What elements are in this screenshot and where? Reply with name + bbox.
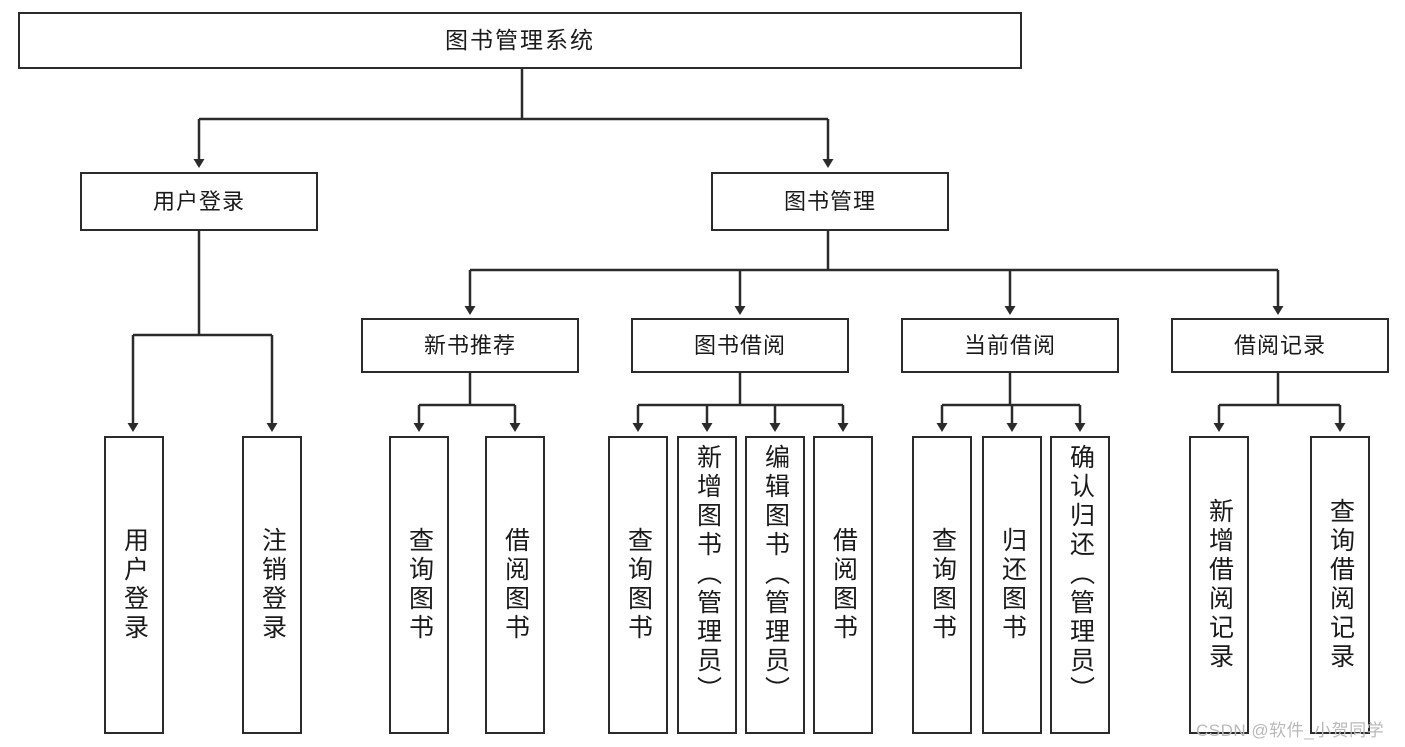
node-leaf-query-book-rec[interactable]: 查询图书 [389,436,449,734]
node-leaf-return-book[interactable]: 归还图书 [982,436,1042,734]
node-current-borrow[interactable]: 当前借阅 [901,318,1119,373]
node-leaf-borrow-book[interactable]: 借阅图书 [813,436,873,734]
node-leaf-edit-book-label: 编辑图书（管理员） [761,444,790,705]
node-leaf-user-login[interactable]: 用户登录 [104,436,164,734]
node-borrow-record[interactable]: 借阅记录 [1171,318,1389,373]
node-leaf-add-record[interactable]: 新增借阅记录 [1189,436,1249,734]
node-leaf-borrow-book-rec-label: 借阅图书 [501,527,530,643]
node-leaf-borrow-book-label: 借阅图书 [829,527,858,643]
node-book-manage[interactable]: 图书管理 [711,172,949,231]
node-leaf-query-record-label: 查询借阅记录 [1326,498,1355,672]
node-leaf-query-book-rec-label: 查询图书 [405,527,434,643]
node-leaf-add-record-label: 新增借阅记录 [1205,498,1234,672]
node-new-book-recommend[interactable]: 新书推荐 [361,318,579,373]
node-leaf-add-book-label: 新增图书（管理员） [693,444,722,705]
node-root[interactable]: 图书管理系统 [18,12,1022,69]
node-book-borrow-label: 图书借阅 [693,332,786,358]
node-leaf-query-book-label: 查询图书 [624,527,653,643]
node-current-borrow-label: 当前借阅 [963,332,1056,358]
node-user-login-label: 用户登录 [152,188,245,214]
node-book-manage-label: 图书管理 [783,188,876,214]
node-book-borrow[interactable]: 图书借阅 [631,318,849,373]
node-leaf-query-book-cur-label: 查询图书 [928,527,957,643]
node-user-login[interactable]: 用户登录 [80,172,318,231]
node-new-book-recommend-label: 新书推荐 [423,332,516,358]
node-leaf-query-book-cur[interactable]: 查询图书 [912,436,972,734]
node-leaf-user-logout[interactable]: 注销登录 [242,436,302,734]
node-leaf-confirm-return[interactable]: 确认归还（管理员） [1050,436,1110,734]
csdn-watermark: CSDN @软件_小贺同学 [1196,721,1385,740]
node-leaf-edit-book[interactable]: 编辑图书（管理员） [745,436,805,734]
node-leaf-confirm-return-label: 确认归还（管理员） [1066,444,1095,705]
node-leaf-user-login-label: 用户登录 [120,527,149,643]
node-borrow-record-label: 借阅记录 [1233,332,1326,358]
node-leaf-return-book-label: 归还图书 [998,527,1027,643]
node-root-label: 图书管理系统 [445,26,595,53]
node-leaf-user-logout-label: 注销登录 [258,527,287,643]
node-leaf-query-book[interactable]: 查询图书 [608,436,668,734]
node-leaf-add-book[interactable]: 新增图书（管理员） [677,436,737,734]
node-leaf-borrow-book-rec[interactable]: 借阅图书 [485,436,545,734]
node-leaf-query-record[interactable]: 查询借阅记录 [1310,436,1370,734]
